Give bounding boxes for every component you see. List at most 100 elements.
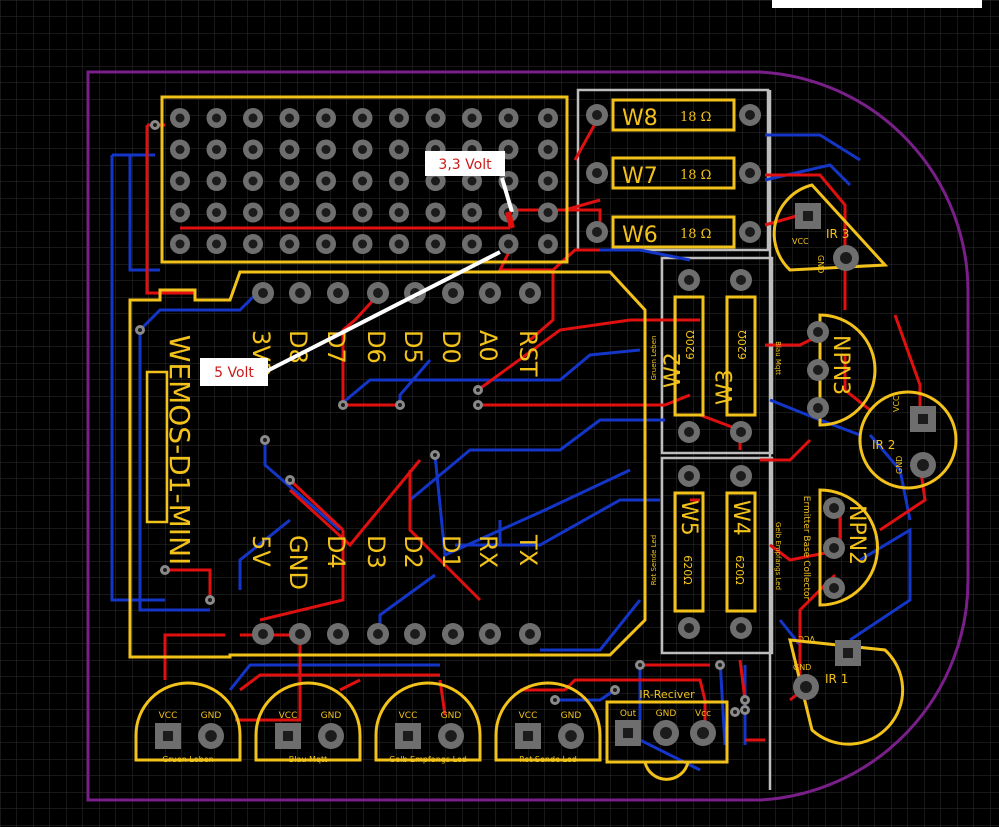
resistor-name: W4 — [728, 500, 753, 536]
ir-name: IR 3 — [826, 227, 849, 241]
board-outline — [86, 70, 970, 802]
led-pad-round — [558, 723, 584, 749]
resistor-value: 18 Ω — [680, 168, 711, 183]
via — [430, 450, 440, 460]
wemos-pin-pad — [289, 623, 311, 645]
callout-5v: 5 Volt — [200, 250, 501, 386]
header-pad — [352, 234, 373, 254]
wemos-pin-pad — [519, 282, 541, 304]
resistor-w4: W4 620Ω Gelb Empfangs Led — [725, 465, 782, 639]
wemos-pin-pad — [479, 623, 501, 645]
via — [150, 120, 160, 130]
resistor-name: W2 — [661, 352, 686, 388]
header-pad — [316, 139, 336, 160]
header-pad — [352, 202, 373, 223]
header-pad — [279, 139, 300, 160]
header-pad — [170, 171, 190, 191]
wemos-bottom-pin-label: D2 — [399, 535, 427, 569]
via — [135, 325, 145, 335]
ir-vcc-label: VCC — [892, 395, 901, 412]
led-gnd-label: GND — [561, 711, 582, 721]
wemos-pin-pad — [367, 623, 389, 645]
wemos-top-pin-label: D5 — [399, 330, 427, 364]
transistor-npn2: NPN2 Ermitter Base Collector — [801, 488, 879, 607]
via — [740, 705, 750, 715]
led-vcc-label: VCC — [279, 711, 298, 721]
ir-receiver-title: IR-Reciver — [639, 688, 695, 701]
header-pad — [462, 234, 482, 254]
led-gnd-label: GND — [201, 711, 222, 721]
wemos-bottom-pin-label: D1 — [437, 535, 465, 569]
led-pad-round — [318, 723, 344, 749]
resistor-name: W8 — [622, 106, 658, 131]
header-block — [160, 95, 569, 264]
wemos-pin-pad — [327, 282, 349, 304]
header-pad — [279, 234, 300, 254]
header-pad — [538, 139, 558, 160]
wemos-pin-pad — [442, 623, 464, 645]
wemos-bottom-pin-label: 5V — [247, 535, 275, 567]
header-pad — [206, 202, 227, 223]
header-pad — [206, 171, 227, 191]
transistor-npn3: NPN3 — [807, 313, 877, 427]
led-vcc-label: VCC — [399, 711, 418, 721]
wemos-bottom-pin-label: TX — [514, 534, 542, 566]
led-gnd-label: GND — [441, 711, 462, 721]
header-pad — [389, 139, 409, 160]
resistor-side-label: Gruen Leben — [650, 336, 658, 381]
resistor-side-label: Blau Mqtt — [774, 341, 782, 375]
resistor-value: 620Ω — [733, 555, 746, 584]
led-label: Gruen Leben — [162, 755, 213, 764]
header-pad — [170, 202, 190, 223]
ir-name: IR 2 — [872, 438, 895, 452]
led-vcc-label: VCC — [519, 711, 538, 721]
header-pad — [498, 234, 519, 254]
ir-gnd-label: GND — [816, 255, 825, 273]
header-pad — [316, 234, 336, 254]
transistor-pin-legend: Ermitter Base Collector — [801, 496, 811, 601]
resistor-value: 18 Ω — [680, 227, 711, 242]
ir-vcc-label: VCC — [798, 634, 815, 643]
transistor-name: NPN3 — [828, 335, 853, 395]
wemos-top-pin-label: D6 — [362, 330, 390, 364]
header-pad — [170, 139, 190, 160]
traces-bottom-layer — [110, 133, 912, 772]
via — [205, 595, 215, 605]
header-pad — [425, 202, 446, 223]
wemos-pin-pad — [327, 623, 349, 645]
ir-led-2: IR 2 VCC GND — [858, 390, 958, 490]
via-set — [135, 120, 750, 717]
header-pad — [352, 171, 373, 191]
wemos-bottom-pin-row — [252, 623, 541, 645]
header-pad — [425, 234, 446, 254]
led-pad-square — [395, 723, 421, 749]
resistor-name: W6 — [622, 223, 658, 248]
wemos-pin-pad — [479, 282, 501, 304]
via — [730, 707, 740, 717]
via — [285, 475, 295, 485]
resistor-w2: W2 620Ω Gruen Leben — [650, 269, 705, 443]
resistor-side-label: Gelb Empfangs Led — [774, 522, 782, 590]
header-pad — [243, 234, 263, 254]
via — [635, 660, 645, 670]
header-pad — [206, 139, 227, 160]
via — [338, 400, 348, 410]
resistor-value: 620Ω — [736, 330, 749, 359]
callout-3v3-text: 3,3 Volt — [438, 157, 492, 173]
resistor-name: W3 — [713, 369, 738, 405]
wemos-bottom-pin-label: RX — [474, 535, 502, 568]
ir-name: IR 1 — [825, 672, 848, 686]
header-pad-grid — [170, 108, 558, 254]
wemos-bottom-pin-label: D3 — [362, 535, 390, 569]
led-pad-square — [275, 723, 301, 749]
callout-5v-text: 5 Volt — [214, 365, 254, 381]
via — [610, 685, 620, 695]
via — [740, 695, 750, 705]
ir-led-3: IR 3 VCC GND — [772, 183, 889, 273]
led-vcc-label: VCC — [159, 711, 178, 721]
header-pad — [316, 202, 336, 223]
